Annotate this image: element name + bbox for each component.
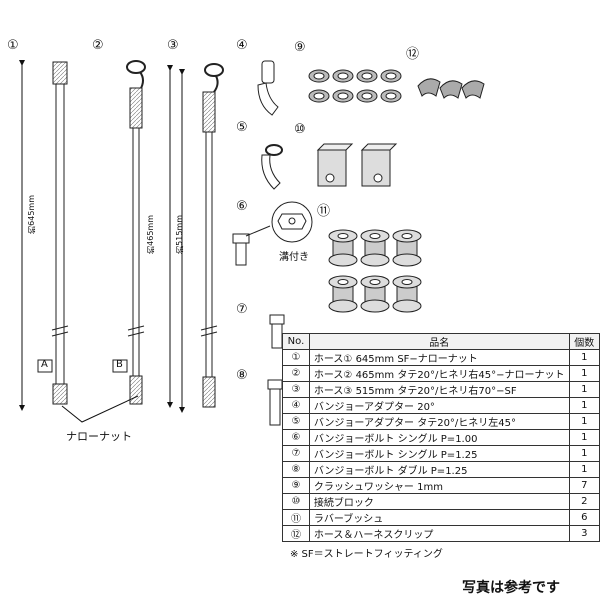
dim-label-1: 約645mm [27,195,36,234]
row-qty: 1 [568,445,600,462]
banjo-adapter-20-45 [261,144,283,190]
row-no: ④ [282,397,310,414]
dim-label-3: 約515mm [175,215,184,254]
rubber-bush [328,229,358,267]
row-name: バンジョーアダプター 20° [308,397,570,414]
row-no: ② [282,365,310,382]
row-no: ⑤ [282,413,310,430]
marker-2: ② [92,38,104,53]
label-a: A [41,359,48,370]
row-name: ラバーブッシュ [308,509,570,526]
row-name: バンジョーボルト ダブル P=1.25 [308,461,570,478]
row-name: 接続ブロック [308,493,570,510]
banjo-bolt-single-125 [269,314,285,349]
row-qty: 1 [568,365,600,382]
rubber-bushes [328,229,422,313]
dim-label-2: 約465mm [146,215,155,254]
row-no: ① [282,349,310,366]
row-no: ⑥ [282,429,310,446]
banjo-adapter-20 [257,60,279,116]
marker-7: ⑦ [236,302,248,317]
connection-blocks [316,143,398,187]
row-qty: 2 [568,493,600,510]
row-qty: 1 [568,429,600,446]
rubber-bush [392,229,422,267]
table-header-row: No. 品名 個数 [282,333,600,350]
marker-6: ⑥ [236,199,248,214]
marker-1: ① [7,38,19,53]
rubber-bush [360,229,390,267]
row-name: バンジョーボルト シングル P=1.25 [308,445,570,462]
row-qty: 7 [568,477,600,494]
marker-11: ⑪ [317,204,331,219]
banjo-bolt-single-100 [232,201,313,266]
row-qty: 1 [568,397,600,414]
rubber-bush [328,275,358,313]
row-qty: 1 [568,349,600,366]
row-qty: 1 [568,461,600,478]
row-no: ③ [282,381,310,398]
label-b-box [112,359,128,373]
marker-9: ⑨ [294,40,306,55]
row-no: ⑦ [282,445,310,462]
grooved-label: 溝付き [279,252,309,263]
hose-1 [51,61,69,405]
row-name: ホース③ 515mm タテ20°/ヒネリ右70°−SF [308,381,570,398]
header-no: No. [282,333,310,350]
banjo-bolt-double-125 [267,379,283,426]
row-no: ⑩ [282,493,310,510]
header-name: 品名 [308,333,570,350]
row-no: ⑪ [282,509,310,526]
row-no: ⑨ [282,477,310,494]
rubber-bush [360,275,390,313]
label-a-box [37,359,53,373]
row-name: バンジョーボルト シングル P=1.00 [308,429,570,446]
row-name: ホース② 465mm タテ20°/ヒネリ右45°−ナローナット [308,365,570,382]
narrow-nut-label: ナローナット [66,430,132,443]
crush-washers [308,69,402,103]
row-qty: 6 [568,509,600,526]
row-qty: 1 [568,413,600,430]
hose-2 [126,60,146,405]
marker-3: ③ [167,38,179,53]
row-name: バンジョーアダプター タテ20°/ヒネリ左45° [308,413,570,430]
sf-note: ※ SF＝ストレートフィッティング [290,549,443,560]
rubber-bush [392,275,422,313]
narrow-nut-leader [61,395,139,423]
marker-12: ⑫ [406,47,420,62]
row-qty: 3 [568,525,600,542]
marker-4: ④ [236,38,248,53]
row-no: ⑧ [282,461,310,478]
row-no: ⑫ [282,525,310,542]
row-name: クラッシュワッシャー 1mm [308,477,570,494]
label-b: B [116,359,123,370]
marker-10: ⑩ [294,122,306,137]
row-qty: 1 [568,381,600,398]
marker-5: ⑤ [236,120,248,135]
row-name: ホース＆ハーネスクリップ [308,525,570,542]
marker-8: ⑧ [236,368,248,383]
hose-3 [200,63,224,408]
header-qty: 個数 [568,333,600,350]
reference-photo-note: 写真は参考です [462,580,560,596]
hose-harness-clips [417,78,485,99]
row-name: ホース① 645mm SF−ナローナット [308,349,570,366]
